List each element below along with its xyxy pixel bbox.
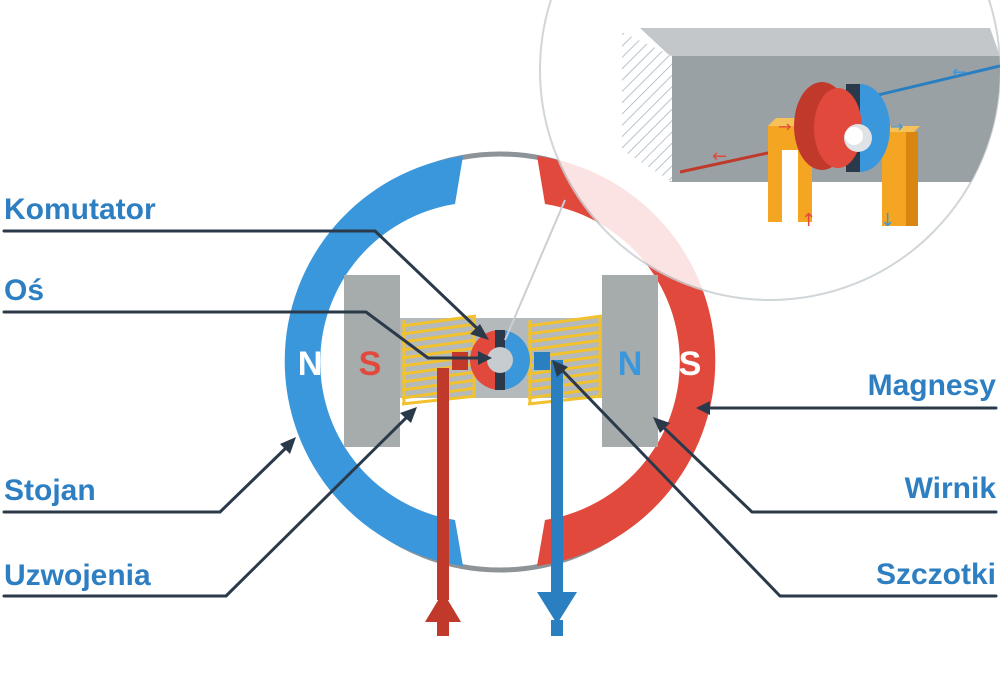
motor-body: N S N S [284, 151, 716, 636]
svg-text:↑: ↑ [801, 210, 816, 231]
commutator-zoom-inset: ← ← → → ↑ [504, 0, 1000, 341]
svg-text:→: → [890, 117, 903, 136]
label-uzwojenia-group: Uzwojenia [2, 407, 417, 598]
pole-label-right-outer: S [679, 345, 702, 383]
label-os-group: Oś [2, 274, 492, 365]
leader-os [2, 310, 482, 360]
pole-label-left-outer: N [298, 345, 323, 383]
label-wirnik-group: Wirnik [653, 417, 998, 514]
inset-brush-right [882, 126, 920, 226]
label-magnesy-group: Magnesy [696, 369, 998, 415]
outer-magnet-north [284, 156, 463, 566]
svg-text:←: ← [712, 146, 727, 167]
brush-left [452, 352, 468, 370]
svg-text:↓: ↓ [880, 210, 895, 231]
shaft-axle [487, 347, 513, 373]
label-os: Oś [4, 274, 44, 307]
leader-uzwojenia [2, 412, 412, 598]
leader-wirnik [658, 422, 998, 514]
label-komutator: Komutator [4, 193, 156, 226]
label-wirnik: Wirnik [905, 472, 997, 505]
label-komutator-group: Komutator [2, 193, 489, 340]
label-szczotki-group: Szczotki [552, 360, 998, 598]
pole-shoe-right [602, 275, 658, 447]
svg-text:→: → [778, 117, 791, 136]
label-uzwojenia: Uzwojenia [4, 559, 151, 592]
brush-right [534, 352, 550, 370]
label-magnesy: Magnesy [868, 369, 997, 402]
label-szczotki: Szczotki [876, 558, 996, 591]
zoom-line [504, 199, 566, 341]
leader-szczotki [558, 366, 998, 598]
leader-komutator [2, 229, 484, 335]
label-stojan: Stojan [4, 474, 96, 507]
lead-wire-positive [425, 368, 461, 636]
svg-text:←: ← [952, 62, 967, 83]
inset-commutator [794, 82, 890, 172]
label-stojan-group: Stojan [2, 437, 296, 514]
pole-label-right-inner: N [618, 345, 643, 383]
leader-stojan [2, 442, 292, 514]
pole-shoe-left [344, 275, 400, 447]
lead-wire-negative [537, 360, 577, 636]
pole-label-left-inner: S [359, 345, 382, 383]
